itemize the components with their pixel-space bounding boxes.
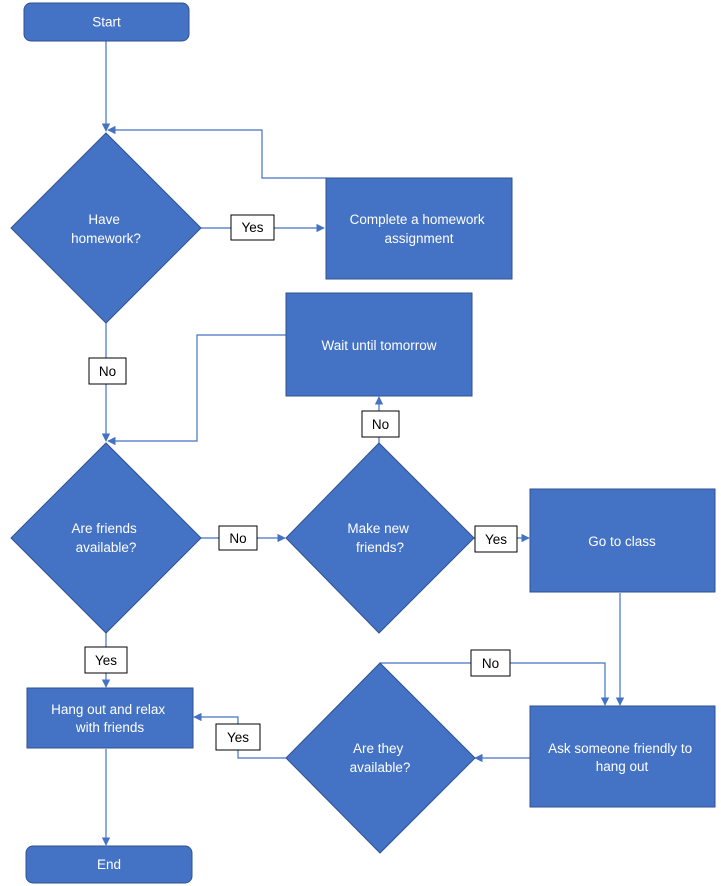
svg-text:Yes: Yes — [241, 220, 263, 235]
hang-out-line-2: with friends — [75, 720, 145, 735]
label-yes-friends-available: Yes — [84, 646, 128, 674]
label-yes-homework: Yes — [230, 214, 275, 241]
svg-text:Ask someone friendly to: Ask someone friendly to hang out — [548, 741, 696, 774]
ask-someone-process: Ask someone friendly to hang out — [529, 705, 716, 808]
nodes: Start Have homework? Complete a homework… — [10, 2, 716, 884]
label-no-homework: No — [88, 357, 127, 385]
complete-homework-line-2: assignment — [384, 231, 453, 246]
have-homework-line-2: homework? — [71, 231, 141, 246]
edge-complete-homework-loop-back — [107, 125, 326, 179]
svg-text:Have homework?: Have homework? — [71, 212, 141, 246]
svg-text:Make new friends?: Make new friends? — [347, 521, 412, 555]
make-new-friends-line-1: Make new — [347, 521, 409, 536]
ask-someone-line-2: hang out — [596, 759, 649, 774]
label-no-friends-available: No — [218, 525, 258, 551]
svg-text:Are they available?: Are they available? — [350, 741, 411, 775]
label-yes-they-available: Yes — [215, 723, 261, 751]
edge-wait-tomorrow-to-friends-available — [107, 334, 286, 446]
they-available-line-2: available? — [350, 760, 411, 775]
svg-text:No: No — [229, 531, 246, 546]
svg-text:Go to class: Go to class — [588, 534, 656, 549]
hang-out-line-1: Hang out and relax — [51, 702, 165, 717]
friends-available-line-1: Are friends — [71, 521, 137, 536]
wait-tomorrow-line-1: Wait until tomorrow — [321, 338, 436, 353]
hang-out-process: Hang out and relax with friends — [26, 687, 194, 749]
complete-homework-process: Complete a homework assignment — [325, 177, 513, 280]
svg-text:Start: Start — [92, 15, 121, 30]
they-available-decision: Are they available? — [285, 662, 476, 854]
svg-text:No: No — [482, 656, 499, 671]
label-yes-make-new-friends: Yes — [474, 525, 518, 553]
start-label: Start — [92, 15, 121, 30]
friends-available-decision: Are friends available? — [10, 442, 202, 634]
have-homework-decision: Have homework? — [10, 132, 202, 324]
label-no-they-available: No — [470, 649, 511, 677]
svg-text:End: End — [97, 857, 121, 872]
svg-text:Yes: Yes — [485, 532, 507, 547]
svg-text:Wait until tomorrow: Wait until tomorrow — [321, 338, 436, 353]
friends-available-line-2: available? — [76, 540, 137, 555]
they-available-line-1: Are they — [353, 741, 404, 756]
start-terminator: Start — [23, 2, 190, 42]
make-new-friends-decision: Make new friends? — [285, 442, 475, 634]
label-no-make-new-friends: No — [361, 410, 400, 438]
svg-text:No: No — [372, 417, 389, 432]
ask-someone-line-1: Ask someone friendly to — [548, 741, 692, 756]
svg-text:Complete a homework as: Complete a homework assignment — [350, 212, 489, 246]
go-to-class-process: Go to class — [529, 488, 716, 593]
wait-tomorrow-process: Wait until tomorrow — [285, 292, 473, 397]
complete-homework-line-1: Complete a homework — [350, 212, 485, 227]
svg-text:Yes: Yes — [227, 730, 249, 745]
svg-text:No: No — [99, 364, 116, 379]
end-terminator: End — [25, 845, 193, 884]
make-new-friends-line-2: friends? — [356, 540, 404, 555]
have-homework-line-1: Have — [88, 212, 120, 227]
go-to-class-line-1: Go to class — [588, 534, 656, 549]
edge-labels: Yes No No No Yes Yes Yes No — [84, 214, 518, 751]
svg-text:Are friends available?: Are friends available? — [71, 521, 140, 555]
svg-text:Hang out and relax wit: Hang out and relax with friends — [51, 702, 169, 735]
edge-they-available-to-ask-someone — [380, 662, 610, 706]
end-label: End — [97, 857, 121, 872]
svg-text:Yes: Yes — [95, 653, 117, 668]
